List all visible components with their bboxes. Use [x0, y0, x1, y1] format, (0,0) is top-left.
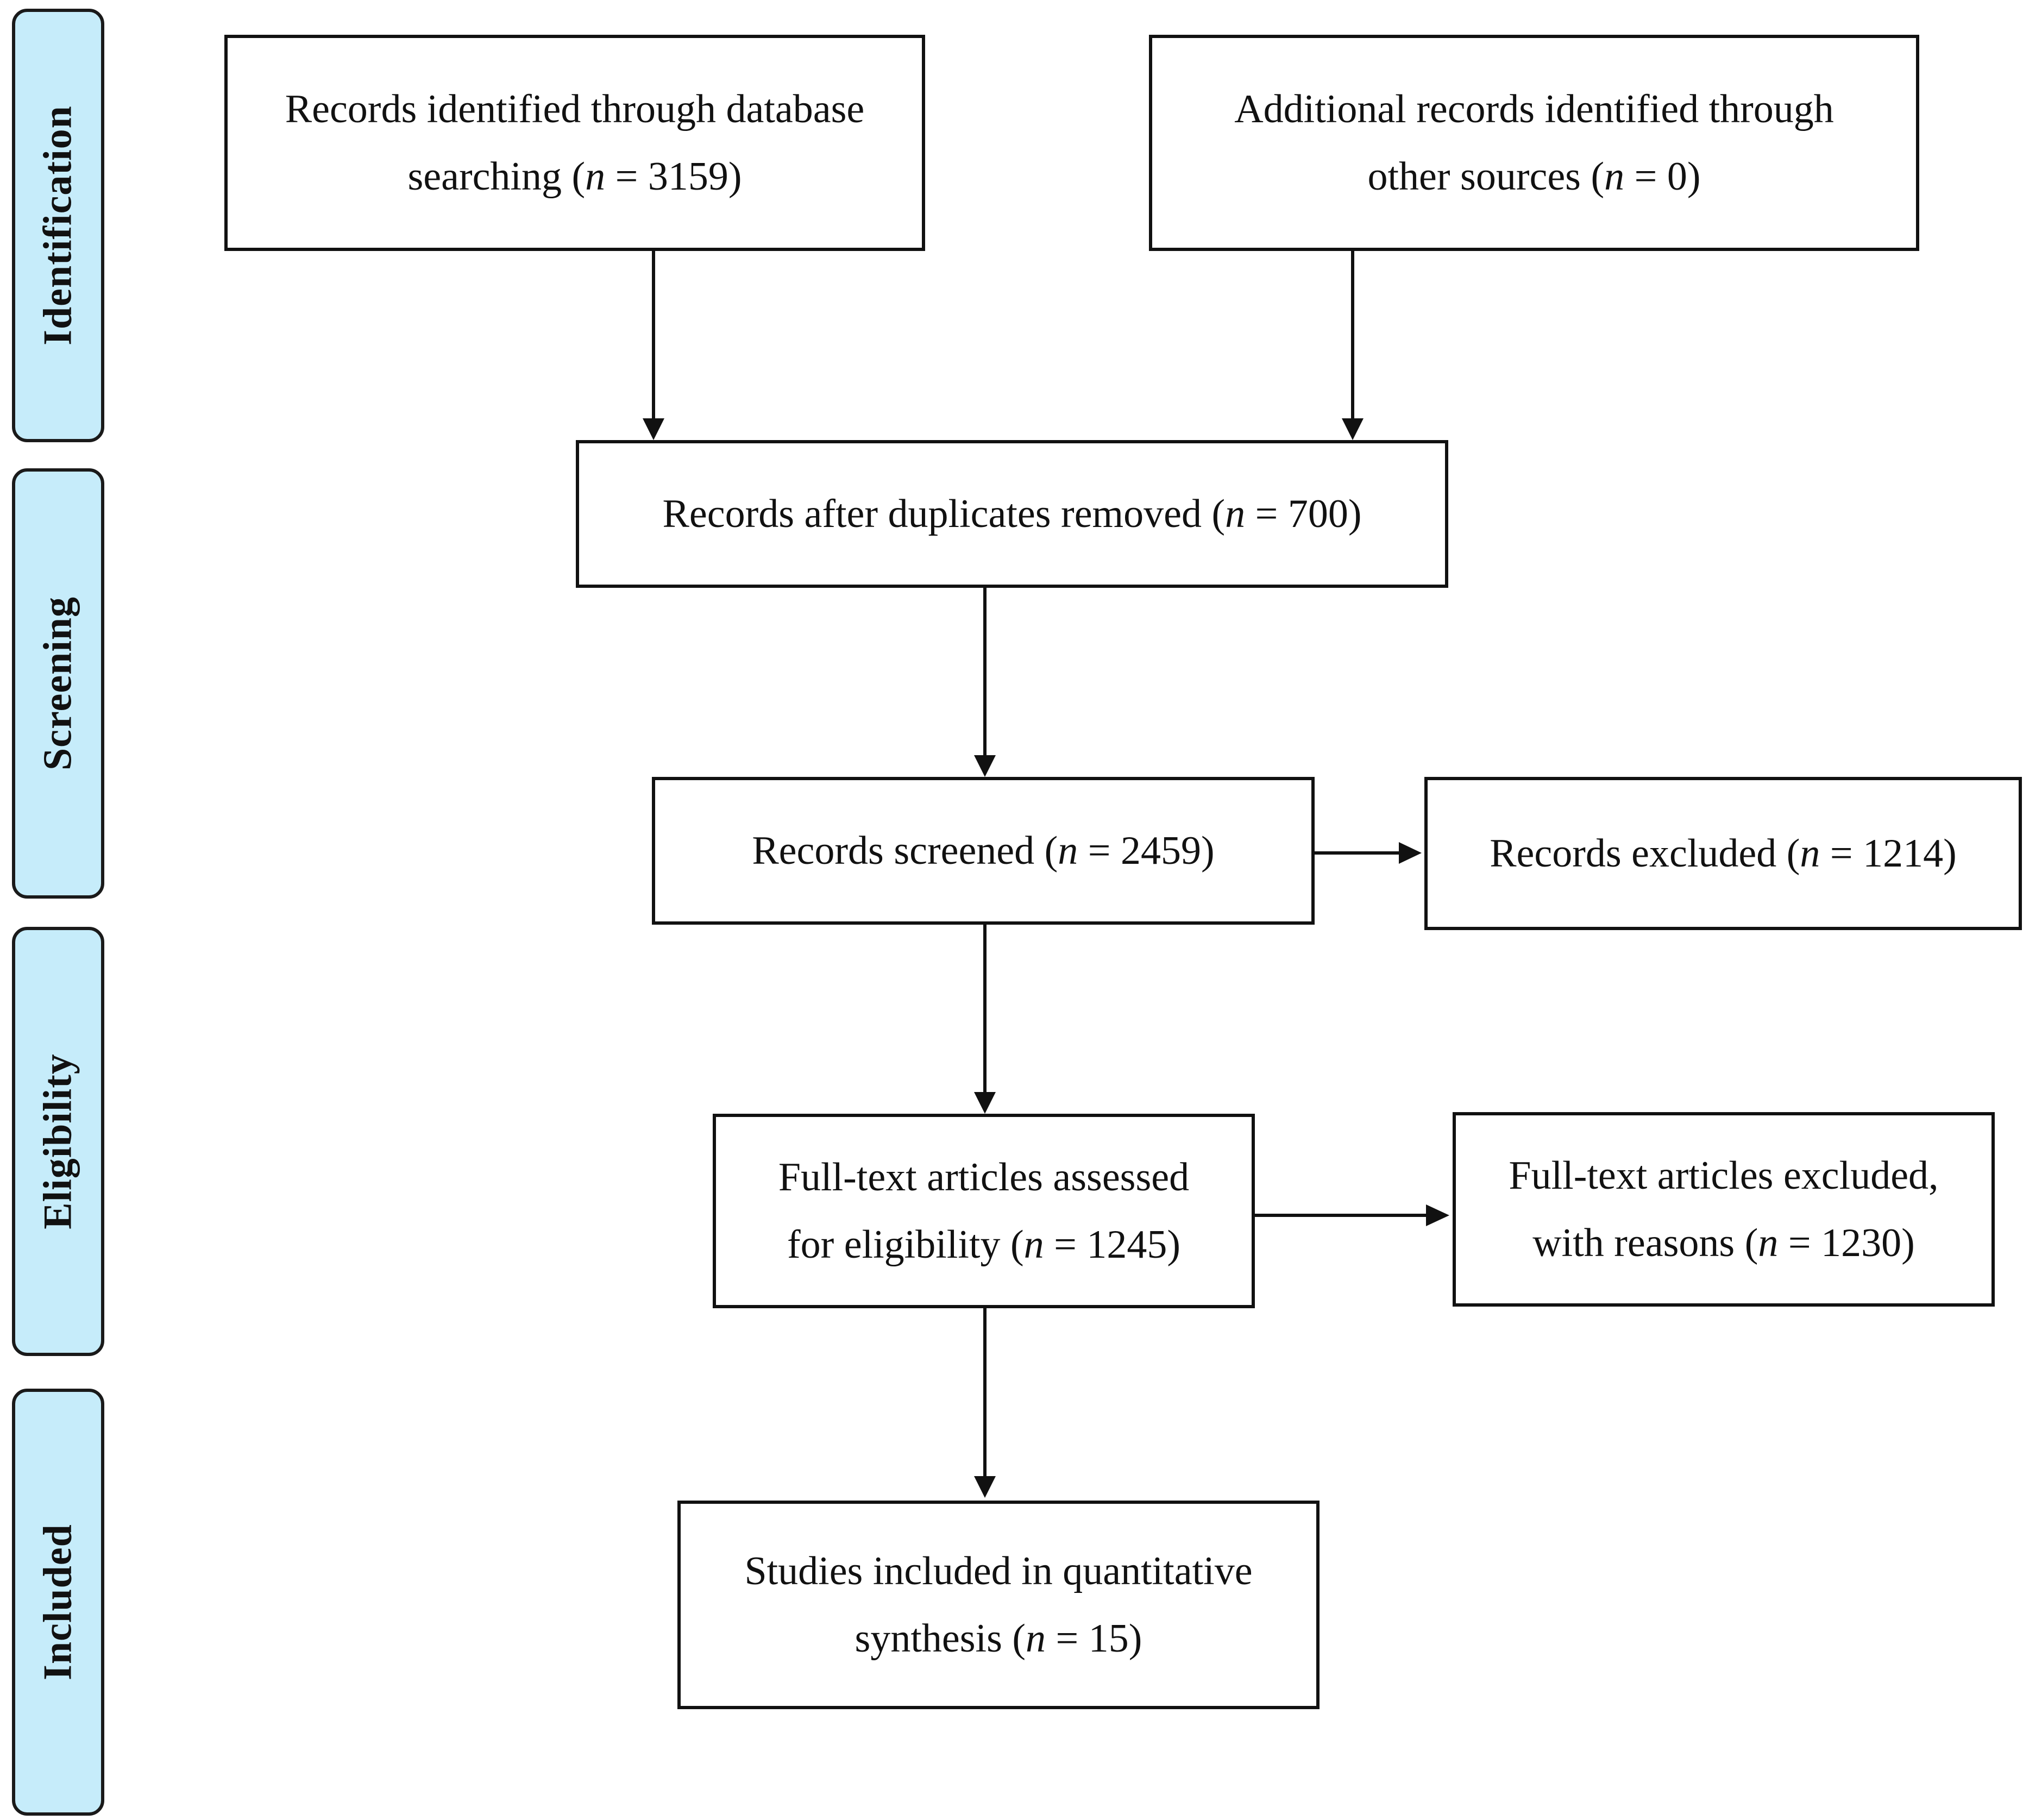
arrowhead-fulltext-to-included: [974, 1476, 996, 1498]
box-duplicates-removed: Records after duplicates removed (n = 70…: [576, 440, 1448, 588]
duplicates-removed-line1: Records after duplicates removed (n = 70…: [662, 491, 1362, 536]
fulltext-excluded-line2: with reasons (n = 1230): [1532, 1221, 1915, 1265]
arrowhead-database-to-duplicates: [643, 418, 664, 440]
phase-identification: Identification: [12, 9, 104, 442]
studies-included-line1: Studies included in quantitative: [744, 1548, 1253, 1593]
box-records-screened: Records screened (n = 2459): [652, 777, 1315, 925]
fulltext-assessed-line1: Full-text articles assessed: [778, 1154, 1190, 1200]
box-database-search: Records identified through database sear…: [224, 35, 925, 251]
phase-included: Included: [12, 1389, 104, 1816]
fulltext-assessed-line2: for eligibility (n = 1245): [787, 1222, 1181, 1267]
arrowhead-duplicates-to-screened: [974, 755, 996, 777]
box-studies-included: Studies included in quantitative synthes…: [677, 1501, 1320, 1709]
arrowhead-screened-to-excluded: [1399, 842, 1422, 864]
arrowhead-other-to-duplicates: [1342, 418, 1364, 440]
phase-eligibility: Eligibility: [12, 927, 104, 1356]
box-fulltext-assessed: Full-text articles assessed for eligibil…: [713, 1114, 1255, 1308]
other-sources-line2: other sources (n = 0): [1367, 154, 1701, 199]
database-search-line2: searching (n = 3159): [407, 154, 742, 199]
box-records-excluded: Records excluded (n = 1214): [1424, 777, 2022, 930]
box-other-sources: Additional records identified through ot…: [1149, 35, 1919, 251]
records-screened-line1: Records screened (n = 2459): [752, 828, 1215, 873]
phase-screening: Screening: [12, 468, 104, 899]
studies-included-line2: synthesis (n = 15): [855, 1616, 1142, 1661]
database-search-line1: Records identified through database: [285, 86, 865, 131]
box-fulltext-excluded: Full-text articles excluded, with reason…: [1453, 1112, 1995, 1307]
arrowhead-fulltext-to-excluded: [1426, 1204, 1449, 1226]
arrowhead-screened-to-fulltext: [974, 1092, 996, 1114]
other-sources-line1: Additional records identified through: [1234, 86, 1834, 131]
fulltext-excluded-line1: Full-text articles excluded,: [1509, 1153, 1939, 1198]
records-excluded-line1: Records excluded (n = 1214): [1490, 831, 1957, 876]
